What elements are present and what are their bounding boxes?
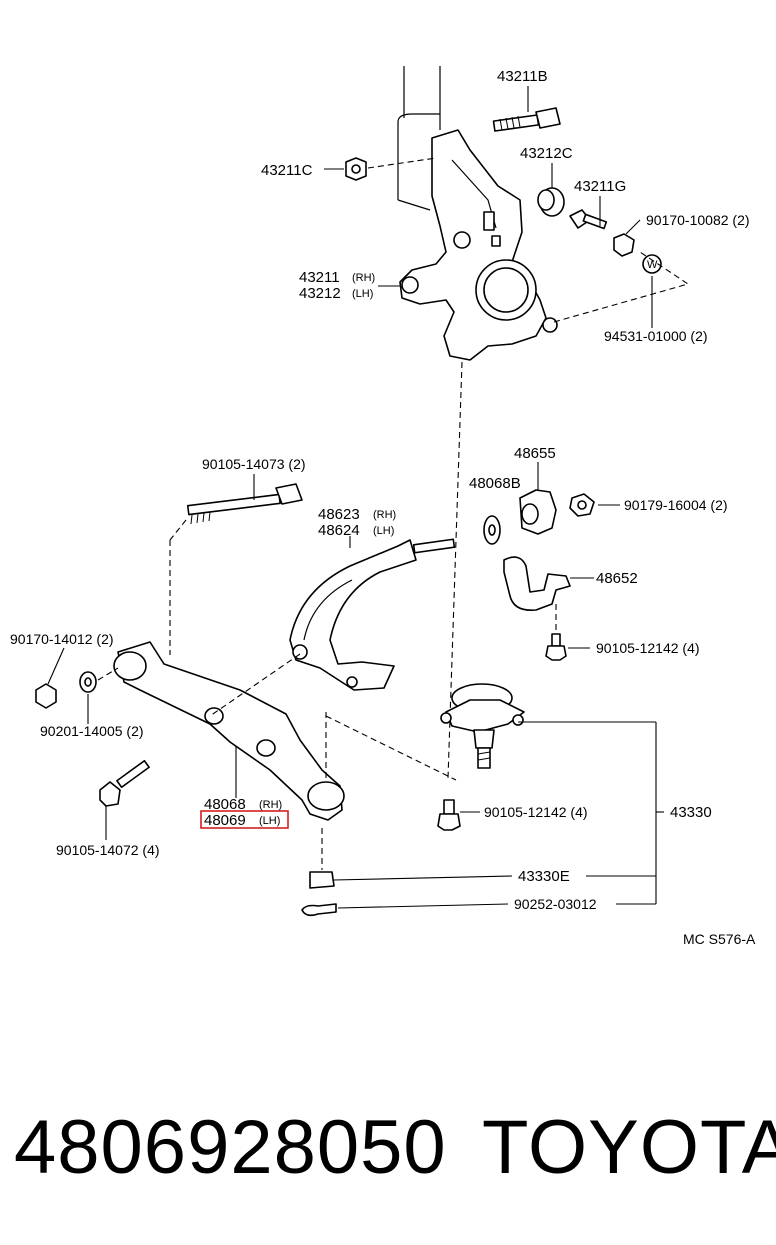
bolt-90105-12142-lower xyxy=(437,799,480,831)
steering-knuckle xyxy=(399,129,558,361)
label-90252-03012: 90252-03012 xyxy=(514,896,597,912)
ball-joint-43330 xyxy=(440,683,656,769)
highlight-box-48069 xyxy=(200,810,289,829)
label-48624: 48624 xyxy=(318,522,360,539)
label-90105-14073: 90105-14073 (2) xyxy=(202,456,306,472)
part-footer: 4806928050 TOYOTA xyxy=(0,1100,776,1200)
bushing-48655 xyxy=(519,462,557,535)
label-48624-side: (LH) xyxy=(373,525,394,537)
label-90105-12142-upper: 90105-12142 (4) xyxy=(596,640,700,656)
label-48069-side: (LH) xyxy=(259,815,280,827)
label-90105-14072: 90105-14072 (4) xyxy=(56,842,160,858)
cotter-pin-90252-03012 xyxy=(301,903,509,917)
washer-mark: W xyxy=(647,259,658,271)
washer-48068B xyxy=(483,515,501,545)
label-48623: 48623 xyxy=(318,506,360,523)
bracket-48652 xyxy=(503,556,594,632)
strut-shock-absorber xyxy=(397,66,441,211)
label-48068B: 48068B xyxy=(469,475,521,492)
label-43211-side: (RH) xyxy=(352,272,375,284)
label-48655: 48655 xyxy=(514,445,556,462)
label-90170-14012: 90170-14012 (2) xyxy=(10,631,114,647)
bolt-90105-14072 xyxy=(99,759,150,840)
bolt-90105-14073 xyxy=(169,474,303,655)
cam-43212C xyxy=(537,163,565,217)
lower-arm-48068-48069 xyxy=(113,641,457,821)
label-43330: 43330 xyxy=(670,804,712,821)
label-43211G: 43211G xyxy=(574,178,626,195)
label-48623-side: (RH) xyxy=(373,509,396,521)
label-48652: 48652 xyxy=(596,570,638,587)
castle-nut-43330E xyxy=(309,828,513,889)
label-90201-14005: 90201-14005 (2) xyxy=(40,723,144,739)
label-43211: 43211 xyxy=(299,269,340,286)
label-48068-side: (RH) xyxy=(259,799,282,811)
label-90179-16004: 90179-16004 (2) xyxy=(624,497,728,513)
label-43211B: 43211B xyxy=(497,68,548,85)
nut-90170-14012 xyxy=(35,647,65,709)
bracket-48623-48624 xyxy=(289,536,456,691)
nut-90170-10082 xyxy=(613,219,641,257)
bolt-43211B xyxy=(492,86,561,132)
label-43212C: 43212C xyxy=(520,145,573,162)
nut-90179-16004 xyxy=(569,493,620,517)
washer-94531 xyxy=(553,251,690,328)
label-94531-01000: 94531-01000 (2) xyxy=(604,328,708,344)
label-90170-10082: 90170-10082 (2) xyxy=(646,212,750,228)
brand-name: TOYOTA xyxy=(482,1105,776,1190)
label-48069: 48069 xyxy=(204,812,246,829)
label-48068: 48068 xyxy=(204,796,246,813)
nut-43211C xyxy=(324,157,437,181)
assembly-bracket-43330 xyxy=(586,722,664,905)
diagram-reference-code: MC S576-A xyxy=(683,931,756,947)
bolt-90105-12142-upper xyxy=(545,633,590,661)
label-43211C: 43211C xyxy=(261,162,313,179)
label-43212: 43212 xyxy=(299,285,341,302)
bolt-43211G xyxy=(569,196,608,230)
label-43330E: 43330E xyxy=(518,868,570,885)
label-90105-12142-lower: 90105-12142 (4) xyxy=(484,804,588,820)
label-43212-side: (LH) xyxy=(352,288,373,300)
part-number: 4806928050 xyxy=(14,1105,447,1190)
washer-90201-14005 xyxy=(79,667,119,724)
